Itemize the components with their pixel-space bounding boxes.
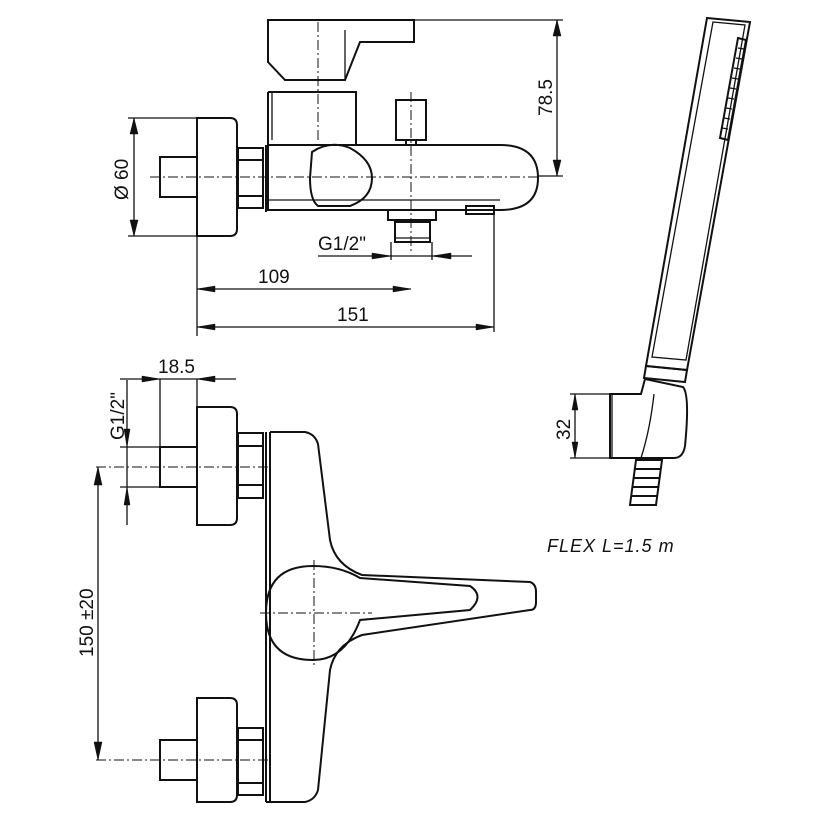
front-view: 18.5 G1/2" 150 ±20 — [77, 357, 537, 803]
dim-18-5: 18.5 — [158, 357, 195, 378]
lever-base — [267, 91, 357, 145]
dim-150: 150 ±20 — [77, 588, 98, 657]
hand-shower — [644, 16, 752, 372]
side-view: Ø 60 78.5 G1/2" 109 151 — [112, 19, 563, 336]
dim-inlet-thread: G1/2" — [108, 392, 129, 440]
body-recess — [308, 143, 374, 207]
spray-face — [718, 36, 748, 142]
upper-wall-plate — [196, 406, 238, 526]
lower-hex-nut — [237, 727, 264, 796]
dim-151: 151 — [337, 305, 369, 326]
flex-hose — [628, 459, 664, 506]
dim-outlet-thread: G1/2" — [318, 234, 366, 255]
dim-height: 78.5 — [536, 79, 557, 116]
shower-collar — [642, 364, 689, 384]
hand-shower-view: 32 FLEX L=1.5 m — [547, 16, 752, 556]
lower-wall-plate — [196, 697, 238, 803]
dim-32: 32 — [554, 419, 575, 440]
dim-diameter: Ø 60 — [112, 159, 133, 200]
lever-front — [264, 564, 479, 662]
dim-109: 109 — [258, 267, 290, 288]
hex-nut — [237, 147, 264, 209]
shower-holder — [609, 377, 689, 459]
lever-handle — [267, 19, 415, 81]
mixer-body — [267, 144, 540, 211]
outlet-fitting — [387, 210, 437, 243]
wall-plate — [196, 117, 238, 237]
upper-hex-nut — [237, 432, 264, 499]
flex-hose-note: FLEX L=1.5 m — [547, 536, 675, 556]
